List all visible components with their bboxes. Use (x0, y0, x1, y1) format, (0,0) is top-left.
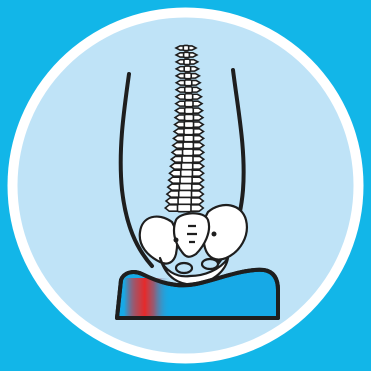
vertebra (174, 128, 203, 134)
vertebra (176, 59, 198, 64)
vertebra (176, 94, 201, 100)
vertebra (165, 204, 203, 211)
vertebra (176, 66, 198, 71)
vertebra (176, 80, 200, 86)
vertebra (173, 135, 203, 141)
vertebra (169, 177, 204, 184)
vertebra (170, 163, 203, 170)
vertebra (176, 73, 199, 79)
vertebra (170, 170, 204, 177)
vertebra (176, 101, 202, 107)
vertebra (168, 184, 204, 191)
vertebra (176, 45, 196, 50)
vertebra (175, 114, 203, 120)
vertebra (171, 156, 204, 163)
vertebra (175, 108, 202, 114)
vertebra (175, 121, 204, 127)
vertebra (172, 149, 204, 156)
vertebra (176, 52, 197, 57)
vertebra (176, 87, 201, 93)
vertebra (173, 142, 204, 149)
